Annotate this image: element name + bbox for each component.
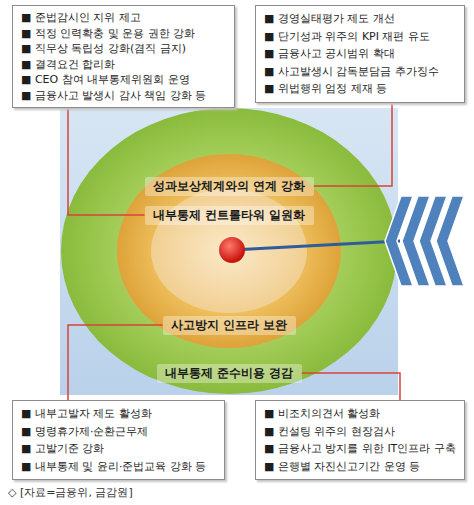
- ring-label-band: 내부통제 컨트롤타워 일원화: [145, 206, 314, 225]
- ring-label: 내부통제 컨트롤타워 일원화: [153, 207, 305, 224]
- measure-list-box: ■ 준법감시인 지위 제고■ 적정 인력확충 및 운용 권한 강화■ 직무상 독…: [12, 5, 235, 108]
- bullet-item: ■ 단기성과 위주의 KPI 재편 유도: [264, 28, 430, 46]
- bullet-item: ■ 위법행위 엄정 제재 등: [264, 80, 387, 98]
- bullet-item: ■ 금융사고 발생시 감사 책임 강화 등: [21, 88, 206, 104]
- bullet-item: ■ 은행별 자진신고기간 운영 등: [264, 458, 420, 476]
- leader-line: [68, 108, 145, 215]
- ring-label: 내부통제 준수비용 경감: [165, 365, 293, 382]
- ring-label: 성과보상체계와의 연계 강화: [153, 178, 305, 195]
- leader-line: [314, 103, 393, 187]
- bullet-item: ■ CEO 참여 내부통제위원회 운영: [21, 72, 190, 88]
- bullet-item: ■ 금융사고 공시범위 확대: [264, 45, 395, 63]
- bullet-item: ■ 직무상 독립성 강화(겸직 금지): [21, 41, 186, 57]
- background-panel: [60, 108, 398, 395]
- outer-ring: [61, 108, 397, 394]
- bullet-item: ■ 사고발생시 감독분담금 추가징수: [264, 63, 439, 81]
- bullet-item: ■ 명령휴가제·순환근무제: [21, 423, 148, 441]
- arrow-fletching: [385, 196, 464, 286]
- measure-list-box: ■ 경영실태평가 제도 개선■ 단기성과 위주의 KPI 재편 유도■ 금융사고…: [255, 5, 465, 103]
- bullet-item: ■ 컨설팅 위주의 현장검사: [264, 423, 395, 441]
- measure-list-box: ■ 내부고발자 제도 활성화■ 명령휴가제·순환근무제■ 고발기준 강화■ 내부…: [12, 400, 225, 480]
- bullet-item: ■ 결격요건 합리화: [21, 57, 115, 73]
- bullseye-dot: [219, 237, 245, 263]
- ring-label-band: 내부통제 준수비용 경감: [157, 364, 302, 383]
- middle-ring: [117, 154, 341, 348]
- bullet-item: ■ 고발기준 강화: [21, 440, 104, 458]
- ring-label-band: 성과보상체계와의 연계 강화: [145, 177, 314, 196]
- source-caption: ◇ [자료=금융위, 금감원]: [8, 485, 133, 500]
- bullet-item: ■ 내부통제 및 윤리·준법교육 강화 등: [21, 458, 206, 476]
- bullet-item: ■ 금융사고 방지를 위한 IT인프라 구축: [264, 440, 456, 458]
- bullet-item: ■ 비조치의견서 활성화: [264, 405, 380, 423]
- leader-line: [68, 325, 163, 400]
- inner-ring: [151, 189, 307, 313]
- bullet-item: ■ 경영실태평가 제도 개선: [264, 10, 395, 28]
- bullet-item: ■ 준법감시인 지위 제고: [21, 10, 141, 26]
- bullet-item: ■ 내부고발자 제도 활성화: [21, 405, 152, 423]
- arrow-shaft: [232, 241, 400, 250]
- ring-label-band: 사고방지 인프라 보완: [163, 316, 296, 335]
- bullet-item: ■ 적정 인력확충 및 운용 권한 강화: [21, 26, 195, 42]
- leader-line: [302, 373, 401, 400]
- measure-list-box: ■ 비조치의견서 활성화■ 컨설팅 위주의 현장검사■ 금융사고 방지를 위한 …: [255, 400, 465, 480]
- ring-label: 사고방지 인프라 보완: [171, 317, 287, 334]
